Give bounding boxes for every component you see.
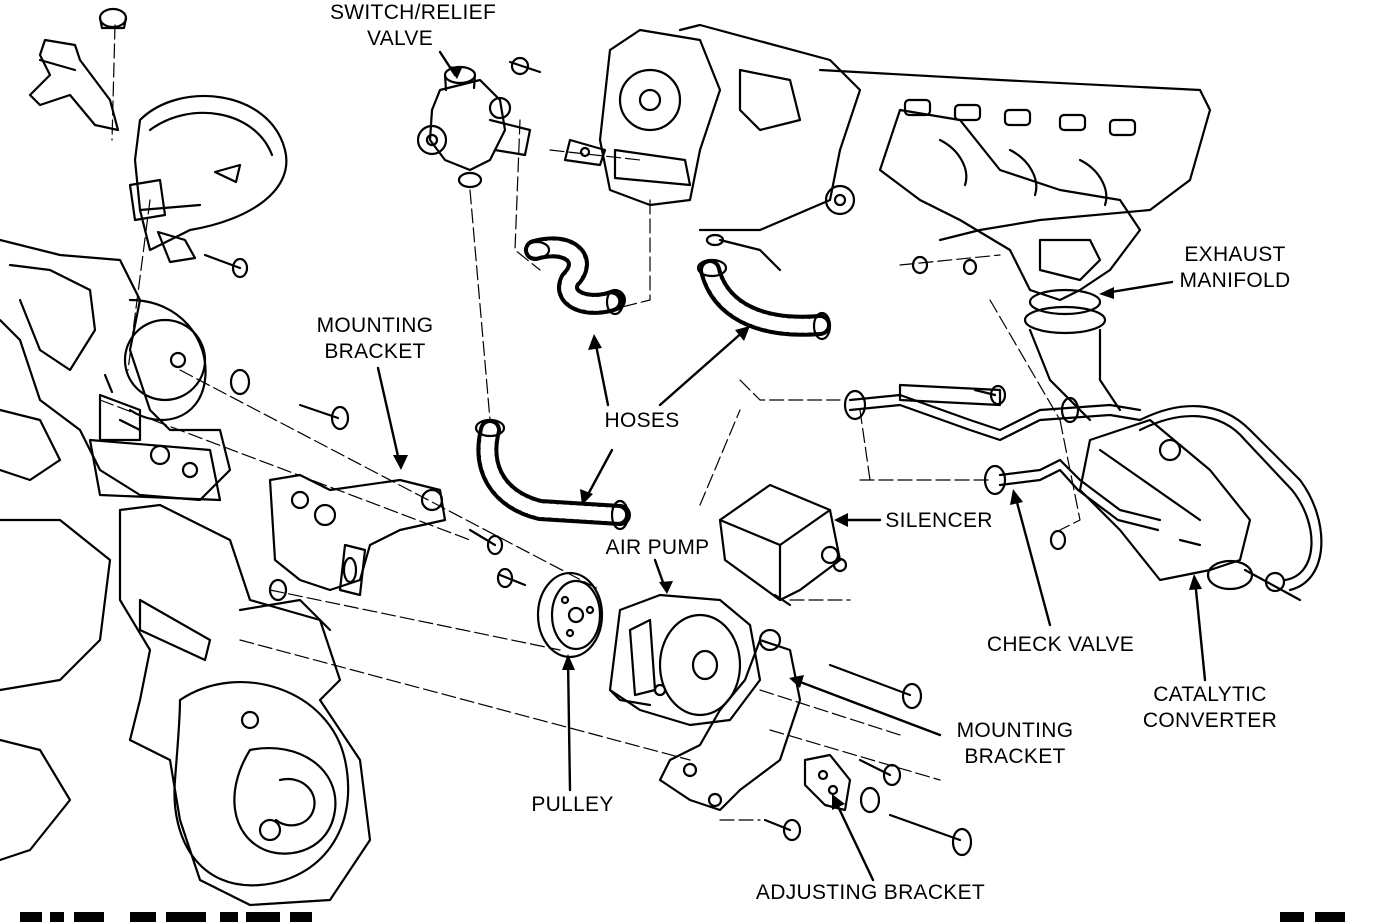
label-line: CHECK VALVE [986, 633, 1135, 656]
label-line: AIR PUMP [605, 536, 710, 559]
cropped-figure-caption [20, 912, 1345, 922]
label-line: CONVERTER [1142, 709, 1278, 732]
label-exhaust-manifold: EXHAUST MANIFOLD [1170, 242, 1300, 294]
leader-lines [376, 50, 1207, 882]
label-line: MANIFOLD [1179, 269, 1291, 292]
label-switch-relief-valve: SWITCH/RELIEF VALVE [330, 0, 497, 52]
air-tubes [843, 383, 1323, 592]
catalytic-converter-part [1078, 418, 1302, 602]
label-line: ADJUSTING BRACKET [755, 881, 986, 904]
exhaust-manifold-part [878, 108, 1142, 422]
transaxle-housing [0, 503, 372, 907]
pulley-part [536, 571, 604, 659]
label-mounting-bracket-bottom: MOUNTING BRACKET [945, 718, 1085, 770]
label-line: EXHAUST [1184, 243, 1286, 266]
label-line: PULLEY [531, 793, 614, 816]
mounting-bracket-bottom-part [658, 638, 802, 812]
label-line: VALVE [366, 27, 434, 50]
adjusting-bracket-part [803, 753, 881, 814]
upper-bracket [28, 7, 128, 132]
label-air-pump: AIR PUMP [600, 535, 715, 561]
label-line: MOUNTING [316, 314, 434, 337]
label-silencer: SILENCER [884, 508, 994, 534]
label-check-valve: CHECK VALVE [978, 632, 1143, 658]
label-adjusting-bracket: ADJUSTING BRACKET [748, 880, 993, 906]
label-hoses: HOSES [602, 408, 682, 434]
label-line: HOSES [604, 409, 680, 432]
assembly-centerlines [99, 24, 1081, 821]
label-line: SWITCH/RELIEF [330, 1, 497, 24]
cylinder-head [598, 23, 1212, 272]
mounting-bracket-top-part [268, 473, 447, 597]
label-pulley: PULLEY [530, 792, 615, 818]
label-line: SILENCER [885, 509, 993, 532]
timing-belt-cover [128, 94, 288, 264]
bolts [203, 56, 1067, 857]
arrowheads [393, 66, 1202, 810]
switch-relief-valve-part [416, 65, 532, 189]
label-line: BRACKET [324, 340, 426, 363]
label-line: MOUNTING [956, 719, 1074, 742]
air-pump-part [608, 593, 782, 727]
label-catalytic-converter: CATALYTIC CONVERTER [1140, 682, 1280, 734]
silencer-part [718, 483, 848, 607]
label-line: BRACKET [964, 745, 1066, 768]
label-mounting-bracket-top: MOUNTING BRACKET [305, 313, 445, 365]
engine-block [0, 238, 232, 502]
hoses-part [474, 236, 832, 531]
label-line: CATALYTIC [1153, 683, 1267, 706]
